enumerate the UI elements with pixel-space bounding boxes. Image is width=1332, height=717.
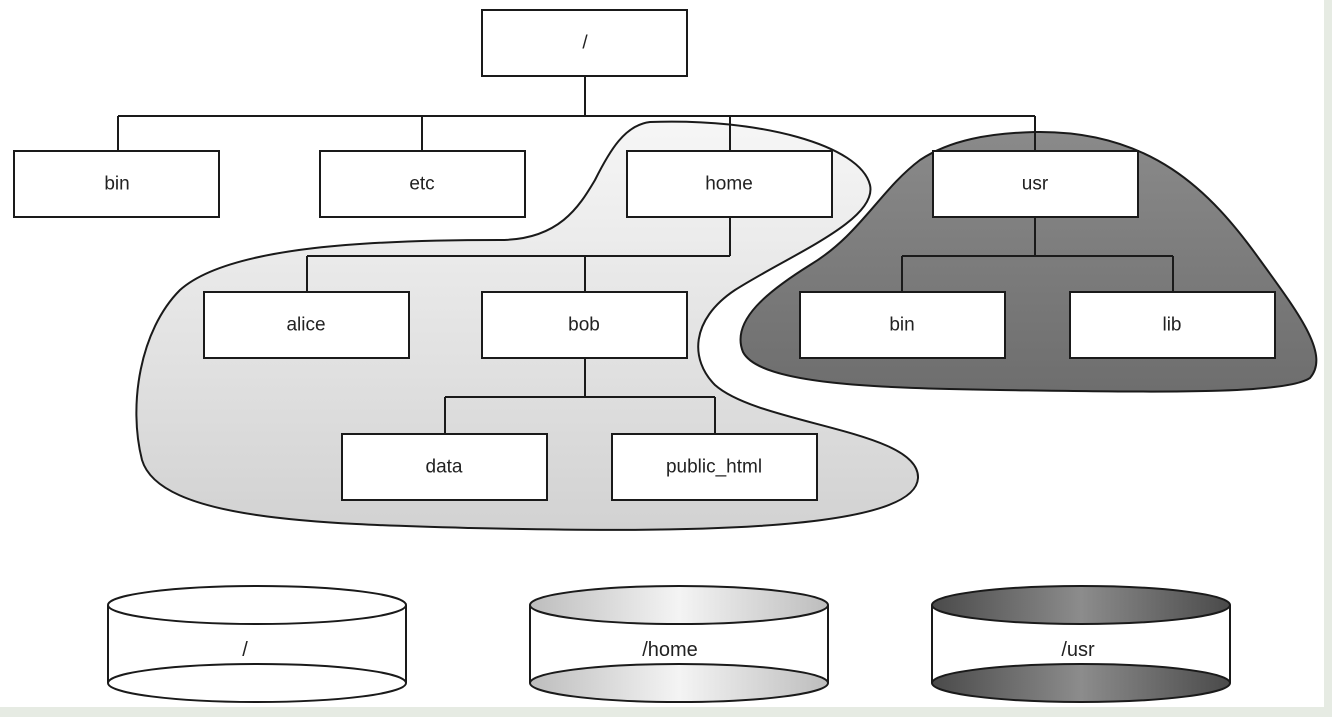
- node-bob: bob: [481, 291, 688, 359]
- disk-root: /: [107, 585, 407, 703]
- node-root: /: [481, 9, 688, 77]
- node-home-label: home: [705, 174, 753, 195]
- node-usr-label: usr: [1022, 174, 1049, 195]
- disk-usr: /usr: [931, 585, 1231, 703]
- node-data: data: [341, 433, 548, 501]
- node-alice: alice: [203, 291, 410, 359]
- node-lib-label: lib: [1162, 315, 1181, 336]
- node-bin: bin: [13, 150, 220, 218]
- node-usr-bin-label: bin: [889, 315, 914, 336]
- node-etc-label: etc: [409, 174, 434, 195]
- node-bin-label: bin: [104, 174, 129, 195]
- node-home: home: [626, 150, 833, 218]
- frame-edge-right: [1324, 0, 1332, 717]
- disk-home-label: /home: [642, 639, 698, 661]
- node-root-label: /: [582, 33, 588, 54]
- node-alice-label: alice: [286, 315, 325, 336]
- node-public-html-label: public_html: [666, 457, 762, 478]
- node-data-label: data: [426, 457, 463, 478]
- node-usr-bin: bin: [799, 291, 1006, 359]
- node-public-html: public_html: [611, 433, 818, 501]
- disk-usr-label: /usr: [1061, 639, 1095, 661]
- tree-edges: [117, 76, 1174, 434]
- frame-edge-bottom: [0, 707, 1332, 717]
- node-lib: lib: [1069, 291, 1276, 359]
- disk-root-label: /: [242, 639, 248, 661]
- node-usr: usr: [932, 150, 1139, 218]
- node-bob-label: bob: [568, 315, 600, 336]
- node-etc: etc: [319, 150, 526, 218]
- disk-home: /home: [529, 585, 829, 703]
